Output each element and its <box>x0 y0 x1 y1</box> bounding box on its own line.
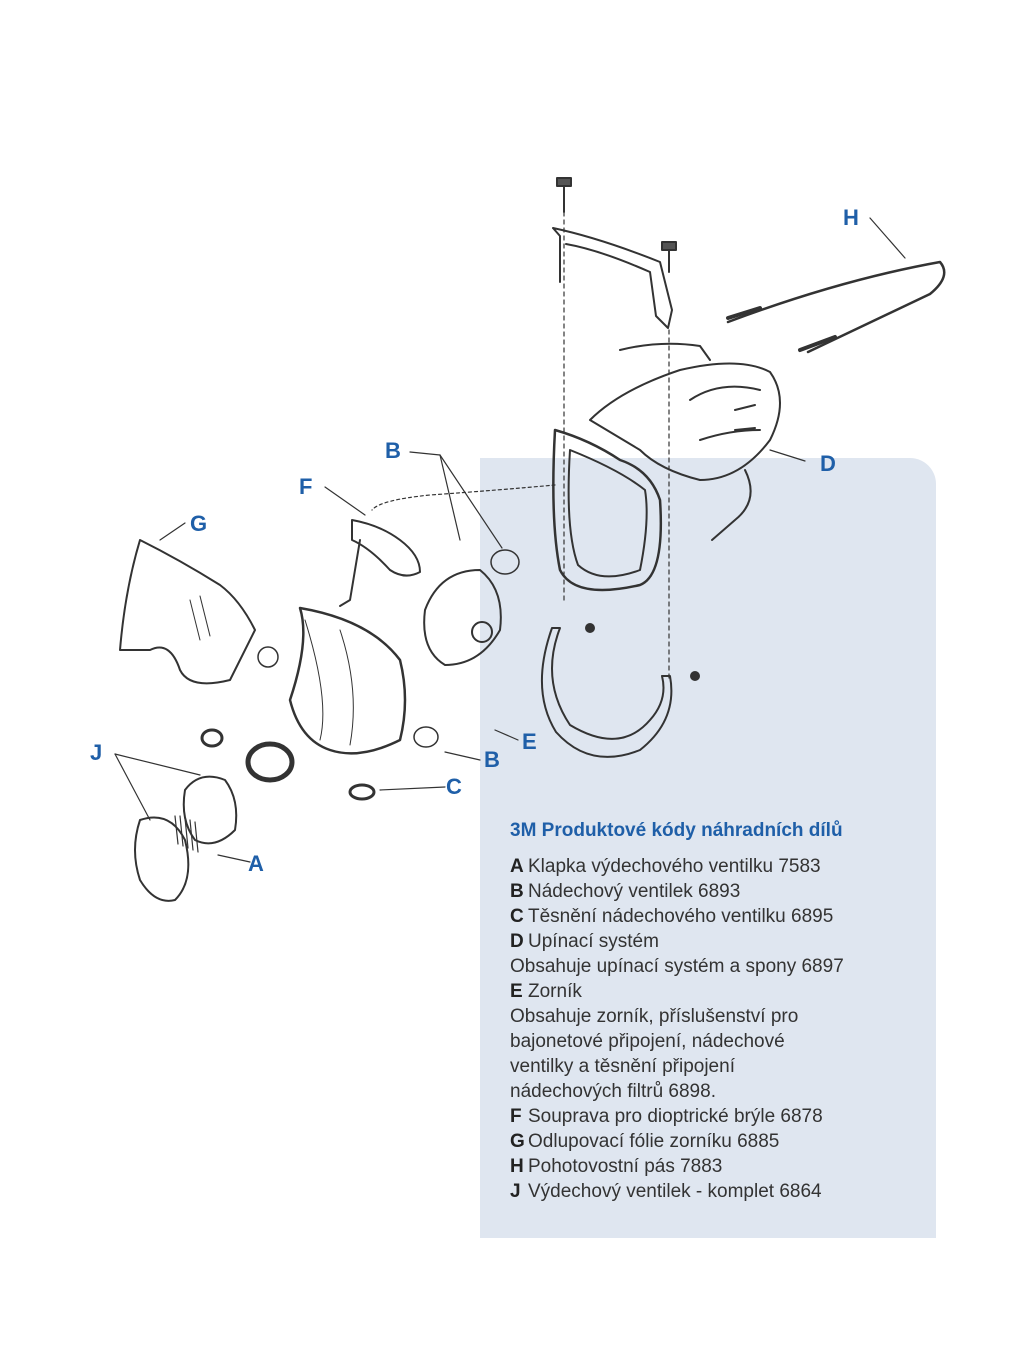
part-detail: bajonetové připojení, nádechové <box>510 1031 785 1052</box>
face-seal <box>552 428 663 592</box>
callout-D: D <box>820 451 836 476</box>
part-text: Pohotovostní pás 7883 <box>528 1156 723 1177</box>
emergency-strap <box>726 260 946 354</box>
callout-G: G <box>190 511 208 536</box>
callout-F: F <box>299 474 313 499</box>
callout-B-top: B <box>385 438 401 463</box>
callout-E: E <box>522 729 537 754</box>
callout-J: J <box>90 740 103 765</box>
valve-ring <box>245 741 295 783</box>
part-code: B <box>510 881 524 902</box>
frame-top-piece <box>552 227 673 329</box>
part-item-f: F Souprava pro dioptrické brýle 6878 <box>510 1104 930 1129</box>
part-text: Upínací systém <box>528 931 659 952</box>
part-item-j: J Výdechový ventilek - komplet 6864 <box>510 1179 930 1204</box>
callout-A: A <box>248 851 264 876</box>
part-code: A <box>510 856 524 877</box>
head-harness <box>589 362 781 481</box>
frame-lower-piece <box>540 627 673 758</box>
valve-flap <box>174 815 199 853</box>
part-text: Těsnění nádechového ventilku 6895 <box>528 906 834 927</box>
part-text: Klapka výdechového ventilku 7583 <box>528 856 821 877</box>
part-code: E <box>510 981 523 1002</box>
part-text: Výdechový ventilek - komplet 6864 <box>528 1181 822 1202</box>
part-code: F <box>510 1106 522 1127</box>
part-text: Souprava pro dioptrické brýle 6878 <box>528 1106 823 1127</box>
part-code: H <box>510 1156 524 1177</box>
exhale-valve <box>182 775 238 845</box>
callout-C: C <box>446 774 462 799</box>
parts-panel-background <box>480 458 936 1238</box>
part-detail: Obsahuje zorník, příslušenství pro <box>510 1006 799 1027</box>
part-detail: ventilky a těsnění připojení <box>510 1056 735 1077</box>
part-detail: nádechových filtrů 6898. <box>510 1081 716 1102</box>
parts-list-title: 3M Produktové kódy náhradních dílů <box>510 820 843 841</box>
callout-B-bottom: B <box>484 747 500 772</box>
valve-cover <box>134 816 190 902</box>
part-code: G <box>510 1131 525 1152</box>
part-code: J <box>510 1181 521 1202</box>
part-text: Zorník <box>528 981 582 1002</box>
screw-top <box>556 177 572 601</box>
part-text: Odlupovací fólie zorníku 6885 <box>528 1131 780 1152</box>
part-text: Nádechový ventilek 6893 <box>528 881 741 902</box>
peel-off-film <box>119 539 256 685</box>
part-detail: Obsahuje upínací systém a spony 6897 <box>510 956 844 977</box>
part-code: D <box>510 931 524 952</box>
spectacle-kit <box>351 519 421 577</box>
inner-mask <box>423 569 502 666</box>
visor <box>288 606 407 755</box>
screw-right <box>661 241 677 681</box>
callout-H: H <box>843 205 859 230</box>
part-code: C <box>510 906 524 927</box>
